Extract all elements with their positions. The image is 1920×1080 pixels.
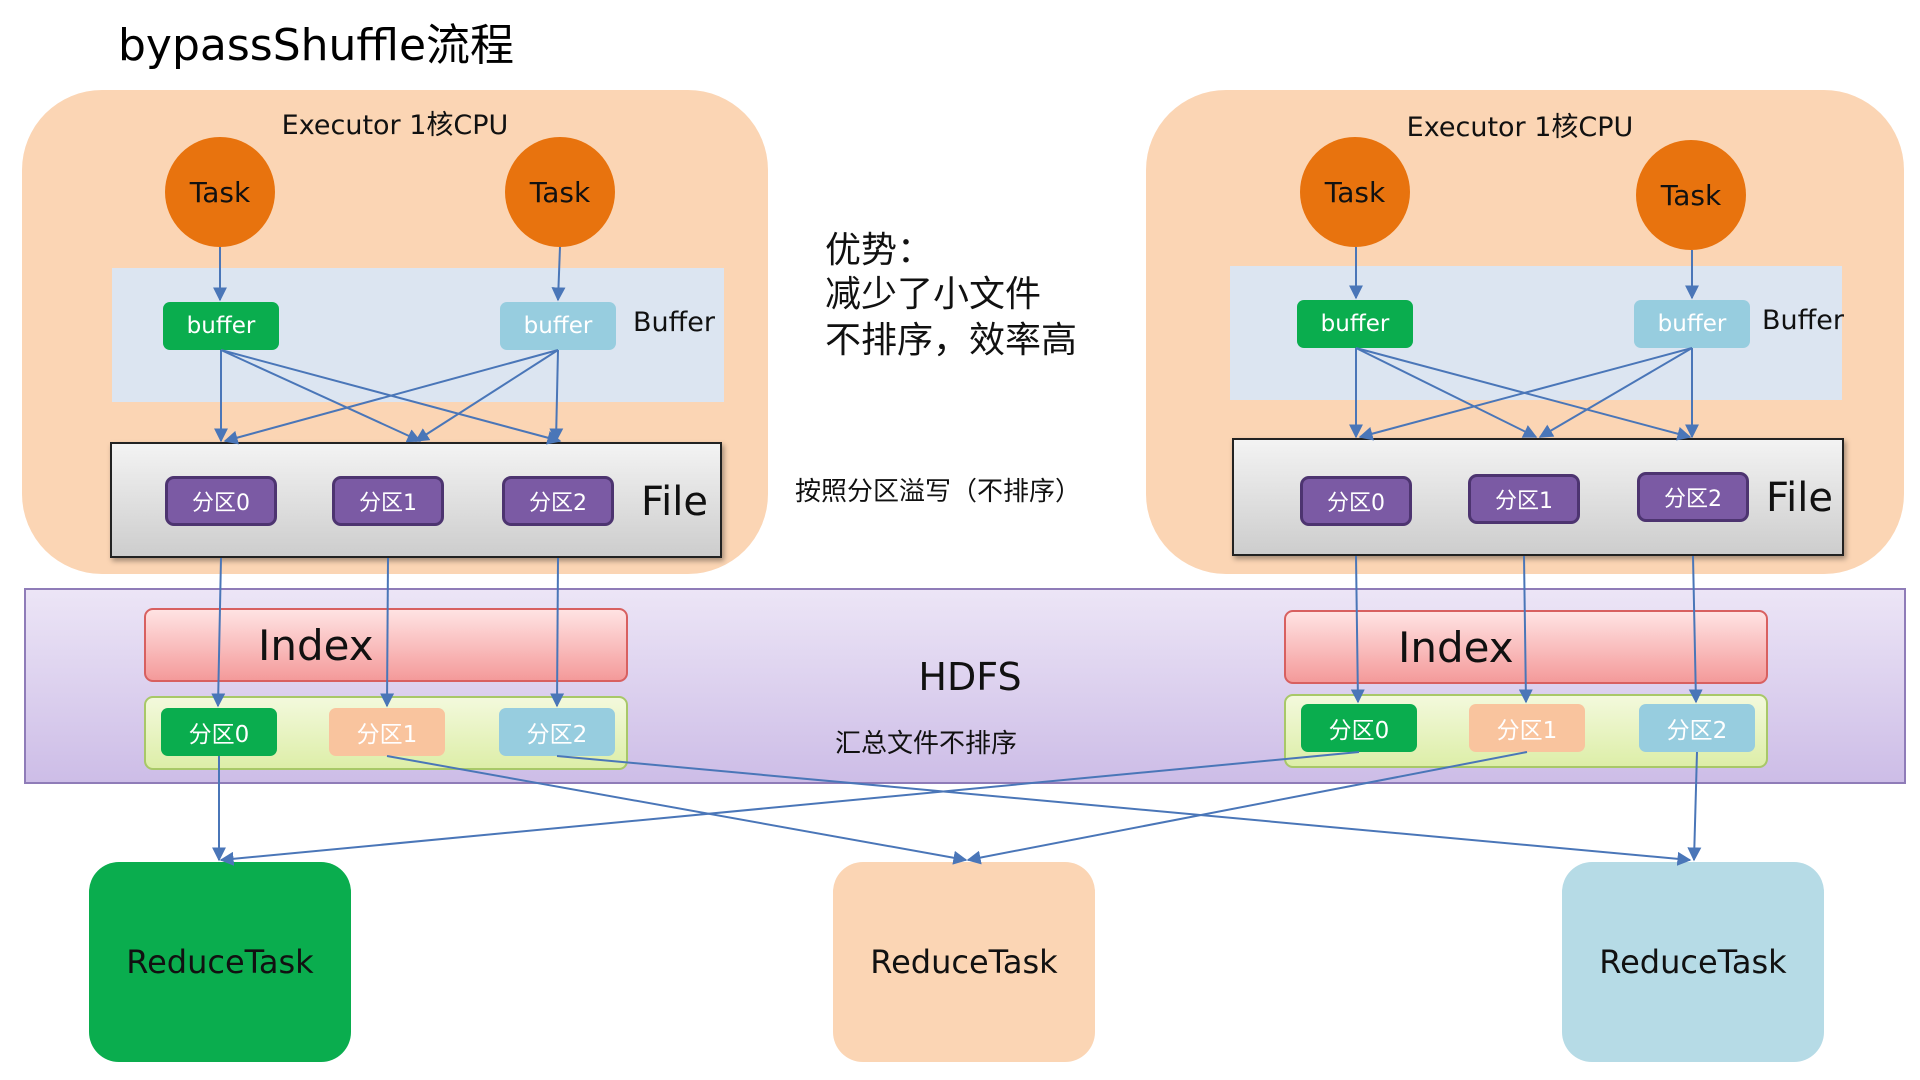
hdfs-2-partition-0: 分区0 xyxy=(1301,704,1417,752)
reduce-task-3: ReduceTask xyxy=(1562,862,1824,1062)
hdfs-1-partition-1: 分区1 xyxy=(329,708,445,756)
hdfs-summary-note: 汇总文件不排序 xyxy=(835,729,1018,759)
hdfs-1-partition-0: 分区0 xyxy=(161,708,277,756)
executor-1-partition-1: 分区1 xyxy=(332,476,444,526)
executor-2-buffer-2: buffer xyxy=(1634,300,1750,348)
executor-2-task-2: Task xyxy=(1636,140,1746,250)
hdfs-index-1: Index xyxy=(144,608,628,682)
advantages-line-2: 不排序，效率高 xyxy=(825,320,1078,361)
executor-1-partition-0: 分区0 xyxy=(165,476,277,526)
executor-1-buffer-2: buffer xyxy=(500,302,616,350)
executor-2-partition-2: 分区2 xyxy=(1637,472,1749,522)
reduce-task-2: ReduceTask xyxy=(833,862,1095,1062)
hdfs-2-partition-1: 分区1 xyxy=(1469,704,1585,752)
spill-note: 按照分区溢写（不排序） xyxy=(795,477,1082,507)
executor-2-label: Executor 1核CPU xyxy=(1406,112,1634,143)
executor-1-buffer-1: buffer xyxy=(163,302,279,350)
executor-1-partition-2: 分区2 xyxy=(502,476,614,526)
advantages-line-1: 减少了小文件 xyxy=(825,274,1042,315)
executor-2-buffer-label: Buffer xyxy=(1762,305,1844,336)
diagram-title: bypassShuffle流程 xyxy=(118,20,515,71)
executor-1-task-1: Task xyxy=(165,137,275,247)
executor-2-buffer-1: buffer xyxy=(1297,300,1413,348)
executor-1-label: Executor 1核CPU xyxy=(281,110,509,141)
executor-2-partition-1: 分区1 xyxy=(1468,474,1580,524)
executor-1-buffer-label: Buffer xyxy=(633,307,715,338)
executor-2-file-label: File xyxy=(1766,475,1833,521)
reduce-task-1: ReduceTask xyxy=(89,862,351,1062)
advantages-heading: 优势： xyxy=(825,230,934,271)
executor-2-task-1: Task xyxy=(1300,137,1410,247)
hdfs-label: HDFS xyxy=(918,655,1022,699)
executor-1-task-2: Task xyxy=(505,137,615,247)
hdfs-2-partition-2: 分区2 xyxy=(1639,704,1755,752)
hdfs-1-partition-2: 分区2 xyxy=(499,708,615,756)
executor-1-file-label: File xyxy=(641,479,708,525)
hdfs-index-2: Index xyxy=(1284,610,1768,684)
executor-2-partition-0: 分区0 xyxy=(1300,476,1412,526)
